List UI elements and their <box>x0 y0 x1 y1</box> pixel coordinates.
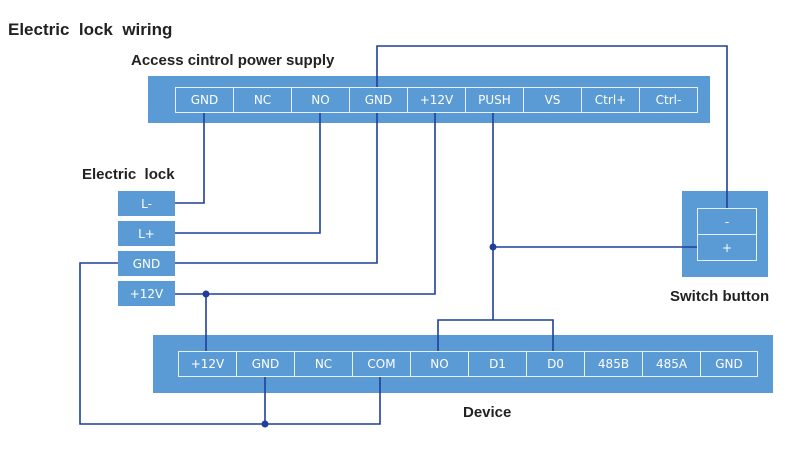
junction-dot-push <box>489 243 497 251</box>
lock-terminal-l-minus: L- <box>118 191 175 216</box>
switch-button-label: Switch button <box>670 288 770 305</box>
junction-dot-gnd <box>261 420 269 428</box>
power-supply-block: GND NC NO GND +12V PUSH VS Ctrl+ Ctrl- <box>148 76 710 123</box>
diagram-title: Electric lock wiring <box>8 20 173 39</box>
wire-ps-12v-to-lock-12v <box>175 113 436 295</box>
wire-bracket-no-d0 <box>437 319 554 351</box>
ps-terminal-ctrl-minus: Ctrl- <box>639 87 698 113</box>
device-block: +12V GND NC COM NO D1 D0 485B 485A GND <box>153 335 773 393</box>
power-supply-label: Access cintrol power supply <box>131 52 335 69</box>
lock-terminal-l-plus: L+ <box>118 221 175 246</box>
switch-terminal-plus: + <box>697 234 757 261</box>
wire-ps-gnd2-to-lock-gnd <box>175 113 378 264</box>
lock-terminal-12v: +12V <box>118 281 175 306</box>
electric-lock-label: Electric lock <box>82 166 175 183</box>
lock-terminal-gnd: GND <box>118 251 175 276</box>
dev-terminal-gnd2: GND <box>700 351 758 377</box>
wire-lock-gnd-loop <box>79 262 381 425</box>
wire-ps-gnd-to-lock-lminus <box>175 113 205 204</box>
wire-ps-no-to-lock-lplus <box>175 113 321 234</box>
wire-ps-gnd2-to-switch-minus <box>376 45 728 208</box>
switch-button-block: - + <box>682 191 768 277</box>
device-label: Device <box>463 404 512 421</box>
junction-dot-12v <box>202 290 210 298</box>
